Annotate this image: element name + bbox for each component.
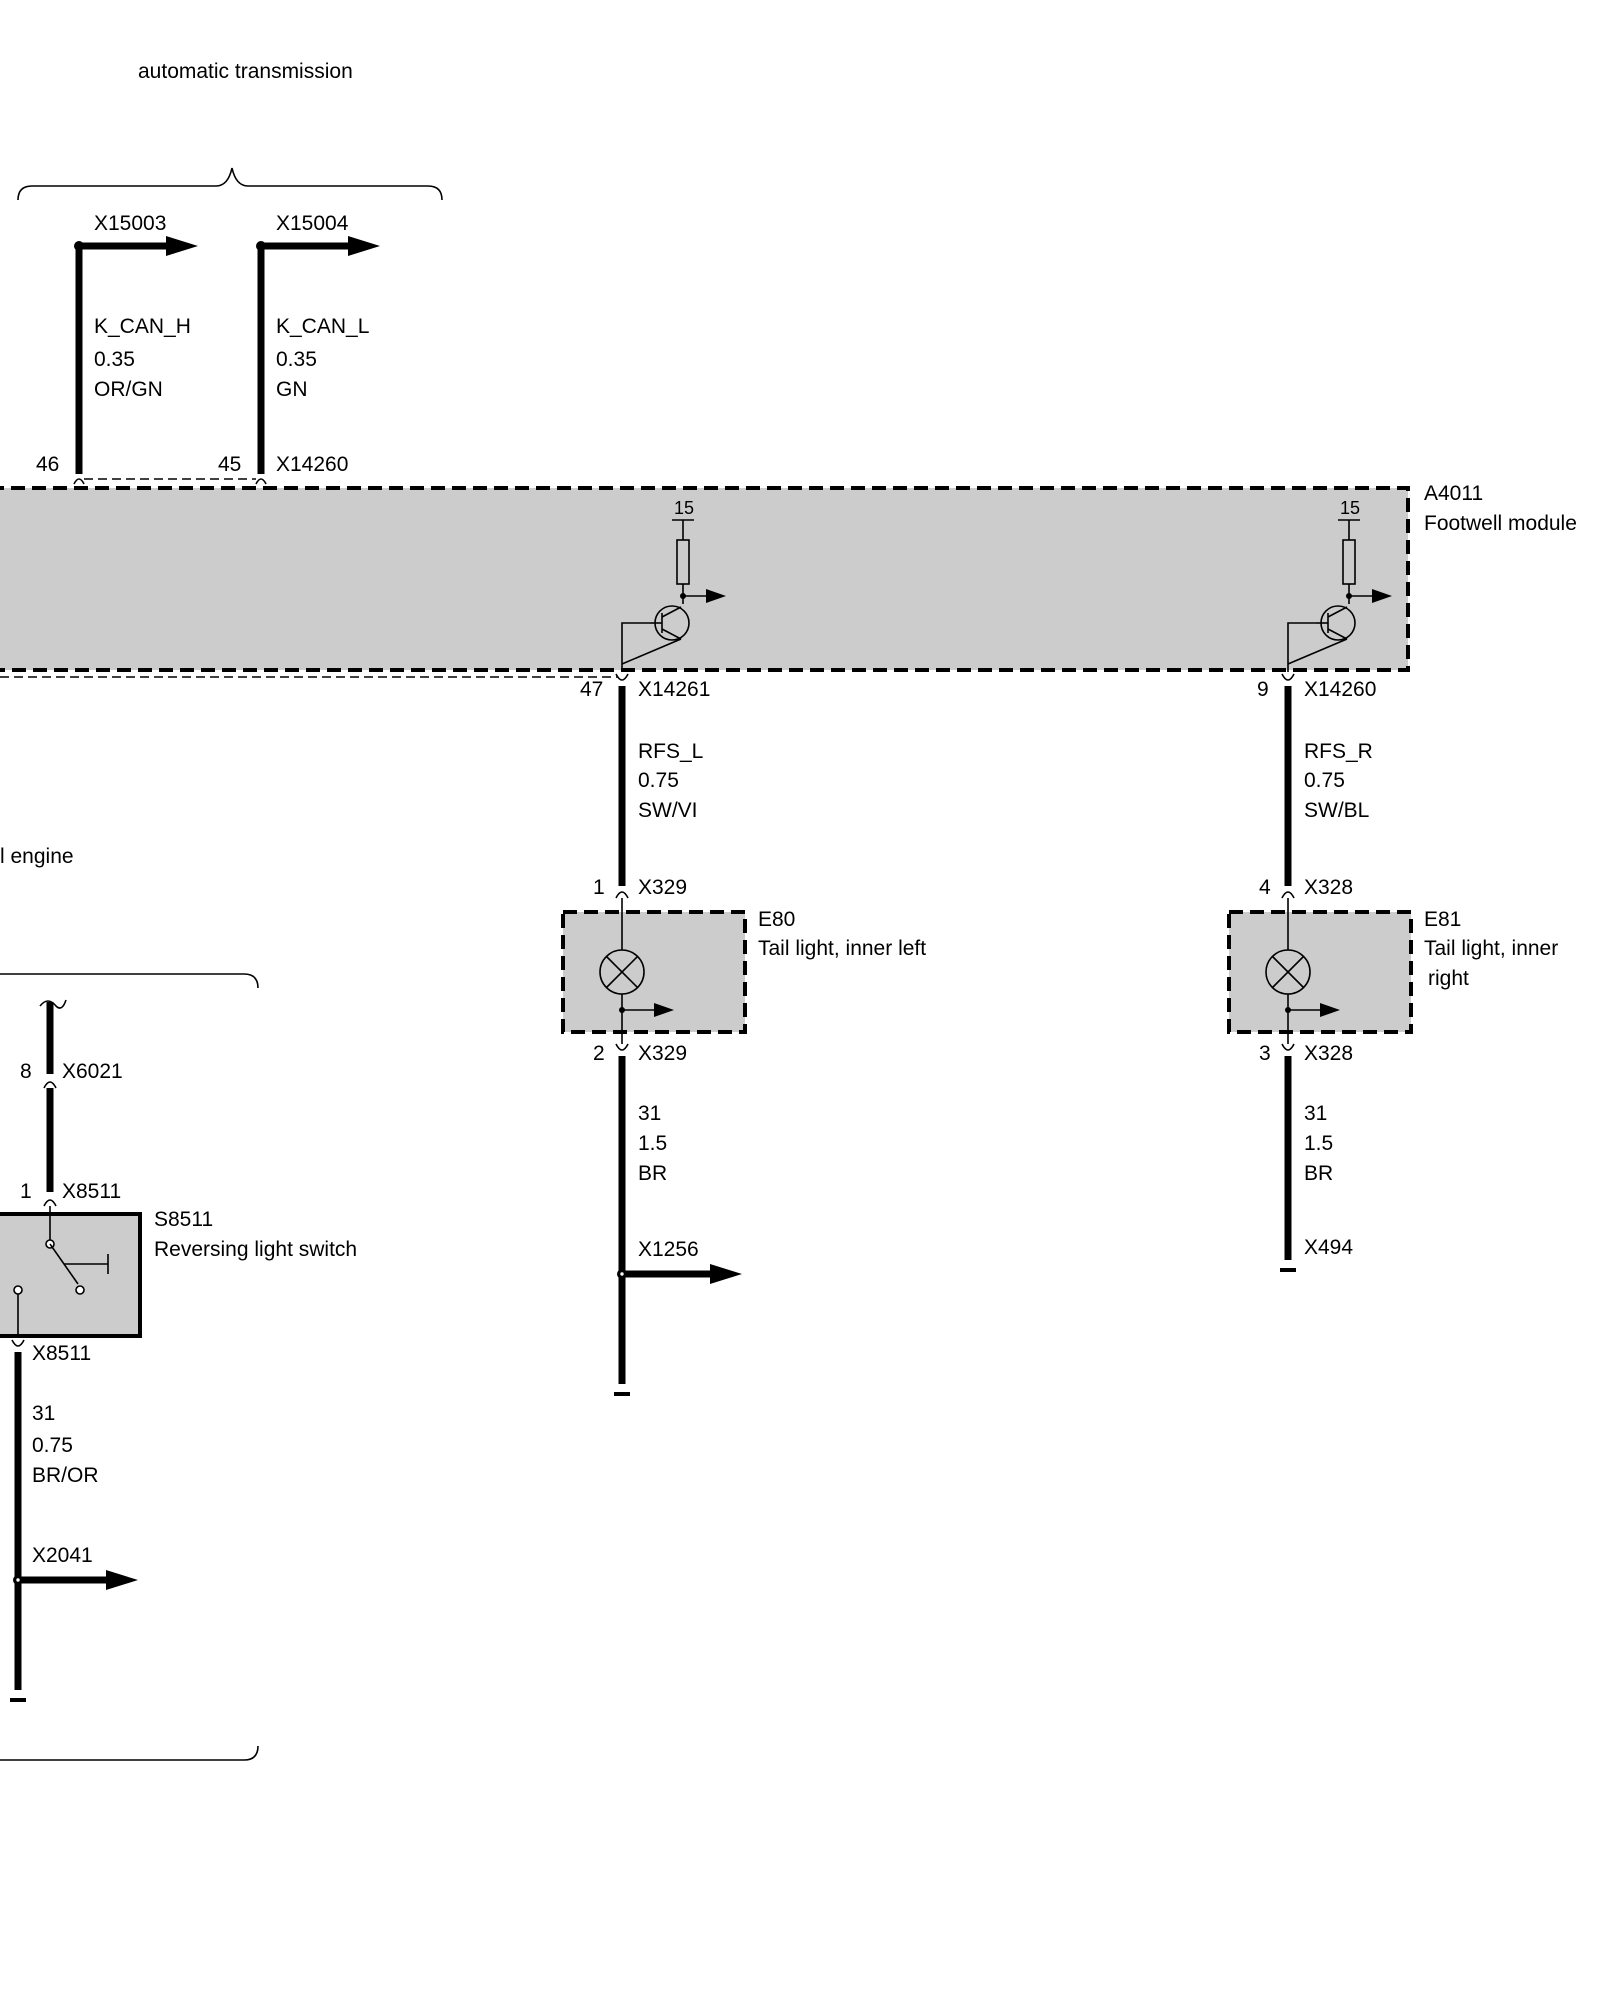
pin-1-x329: 1 [593,876,605,899]
wire-label-name: 31 [1304,1102,1327,1125]
connector-x329-top: X329 [638,876,687,899]
arrow-x15004 [348,236,380,256]
component-name-e81-line2: right [1428,967,1469,990]
connector-x8511-bottom: X8511 [32,1342,91,1365]
wire-label-size: 0.35 [94,348,135,371]
wire-label-color: GN [276,378,308,401]
footwell-module-box [0,486,1410,672]
wire-label-color: BR [638,1162,667,1185]
wire-label-color: BR [1304,1162,1333,1185]
component-id-a4011: A4011 [1424,482,1483,505]
terminal-15-right: 15 [1340,498,1360,518]
lamp-icon [599,908,674,1044]
arrow-x15003 [166,236,198,256]
connector-x328-bottom: X328 [1304,1042,1353,1065]
wire-x6021 [39,999,67,1214]
pin-46: 46 [36,453,59,476]
pin-45: 45 [218,453,241,476]
connector-x6021: X6021 [62,1060,123,1083]
wire-label-name: K_CAN_L [276,315,369,338]
component-name-e81-line1: Tail light, inner [1424,937,1558,960]
terminal-15-left: 15 [674,498,694,518]
connector-x14260-bottom: X14260 [1304,678,1376,701]
wire-label-size: 0.75 [1304,769,1345,792]
connector-x14261: X14261 [638,678,710,701]
component-name-footwell-module: Footwell module [1424,512,1577,535]
output-stage-left [621,519,726,665]
wire-k-can-h [73,236,198,485]
component-id-e80: E80 [758,908,795,931]
wire-label-name: 31 [32,1402,55,1425]
wire-rfs-l [615,664,629,908]
reversing-light-switch-box [0,1212,142,1338]
wire-label-name: K_CAN_H [94,315,191,338]
wire-ground-switch [10,1339,138,1702]
wire-label-color: SW/BL [1304,799,1369,822]
wire-rfs-r [1281,664,1295,908]
wire-label-size: 1.5 [638,1132,667,1155]
output-stage-right [1287,519,1392,665]
wire-ground-right [1280,1043,1296,1272]
pin-3-x328: 3 [1259,1042,1271,1065]
component-name-s8511: Reversing light switch [154,1238,357,1261]
connector-x329-bottom: X329 [638,1042,687,1065]
lamp-icon [1265,908,1340,1044]
wire-label-size: 0.75 [638,769,679,792]
connector-x494: X494 [1304,1236,1353,1259]
wire-label-size: 1.5 [1304,1132,1333,1155]
pin-9: 9 [1257,678,1269,701]
arrow-x1256 [710,1264,742,1284]
wire-label-color: BR/OR [32,1464,99,1487]
wire-label-name: RFS_L [638,740,703,763]
brace-label-automatic-transmission: automatic transmission [138,60,353,83]
wire-label-name: RFS_R [1304,740,1373,763]
wire-label-color: OR/GN [94,378,163,401]
component-id-e81: E81 [1424,908,1461,931]
wire-label-color: SW/VI [638,799,698,822]
component-id-s8511: S8511 [154,1208,213,1231]
wire-label-size: 0.75 [32,1434,73,1457]
connector-x1256: X1256 [638,1238,699,1261]
switch-icon [13,1214,109,1336]
pin-2-x329: 2 [593,1042,605,1065]
pin-1-x8511: 1 [20,1180,32,1203]
wire-ground-left [614,1043,742,1396]
wire-label-size: 0.35 [276,348,317,371]
connector-x14260-top: X14260 [276,453,348,476]
brace-automatic-transmission [17,167,443,201]
component-name-e80: Tail light, inner left [758,937,926,960]
pin-4-x328: 4 [1259,876,1271,899]
connector-x2041: X2041 [32,1544,93,1567]
connector-x15003: X15003 [94,212,166,235]
brace-label-engine: l engine [0,845,74,868]
wire-label-name: 31 [638,1102,661,1125]
arrow-x2041 [106,1570,138,1590]
brace-engine-bottom [0,1745,259,1761]
connector-x8511-top: X8511 [62,1180,121,1203]
connector-x15004: X15004 [276,212,349,235]
wire-k-can-l [255,236,380,485]
pin-47: 47 [580,678,603,701]
pin-8-x6021: 8 [20,1060,32,1083]
connector-x328-top: X328 [1304,876,1353,899]
brace-engine [0,973,259,989]
